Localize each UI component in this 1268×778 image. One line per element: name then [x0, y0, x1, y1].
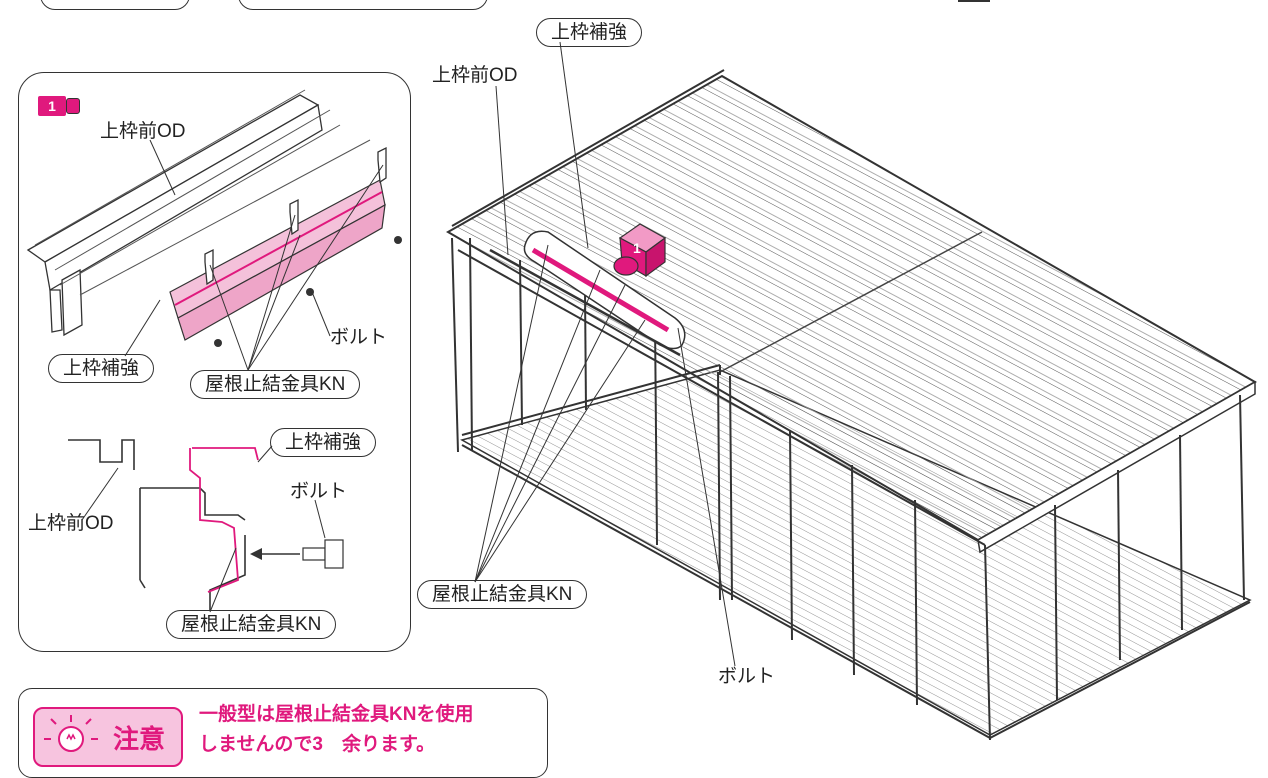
- inset-camera-lens-icon: [66, 98, 80, 114]
- label-roof-bracket-kn-main: 屋根止結金具KN: [417, 580, 588, 609]
- inset-camera-badge: 1: [38, 96, 66, 116]
- section-label-roof-bracket-kn: 屋根止結金具KN: [166, 610, 337, 639]
- notice-box: 注意 一般型は屋根止結金具KNを使用 しませんので3 余ります。: [18, 688, 548, 778]
- notice-line-1: 一般型は屋根止結金具KNを使用: [199, 704, 474, 725]
- notice-title: 注意: [113, 724, 166, 754]
- inset-label-roof-bracket-kn: 屋根止結金具KN: [190, 370, 361, 399]
- top-right-mark: [958, 0, 990, 6]
- carport-floor: [460, 369, 1252, 736]
- inset-detail-drawing: [26, 89, 402, 613]
- carport-isometric-drawing: 1: [445, 41, 1258, 741]
- inset-label-top-frame-reinforcement: 上枠補強: [48, 354, 155, 383]
- notice-badge: 注意: [33, 707, 183, 767]
- section-label-top-frame-reinforcement: 上枠補強: [270, 428, 377, 457]
- section-label-bolt: ボルト: [290, 481, 348, 502]
- section-label-top-frame-front-od: 上枠前OD: [28, 513, 114, 534]
- inset-label-top-frame-front-od: 上枠前OD: [100, 121, 186, 142]
- inset-label-bolt: ボルト: [330, 327, 388, 348]
- camera-icon-main: [613, 223, 667, 278]
- label-top-frame-front-od-main: 上枠前OD: [432, 65, 518, 86]
- camera-number-main: 1: [633, 240, 641, 256]
- notice-line-2: しませんので3 余ります。: [199, 734, 436, 755]
- lightbulb-icon: [44, 715, 98, 752]
- label-top-frame-reinforcement-main: 上枠補強: [536, 18, 643, 47]
- label-bolt-main: ボルト: [718, 666, 776, 687]
